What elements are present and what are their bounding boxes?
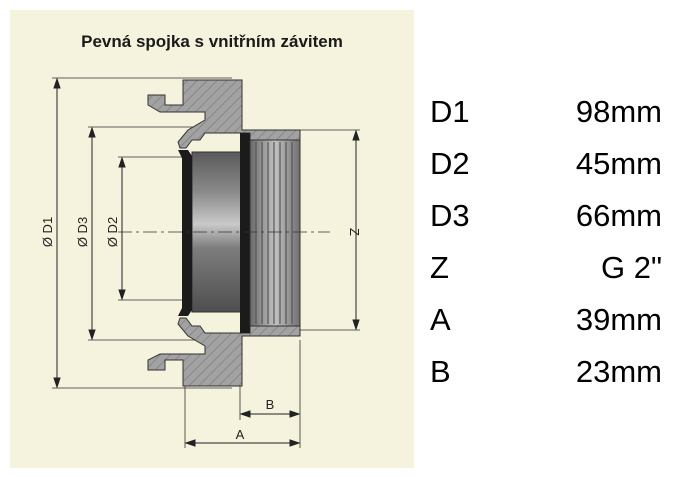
spec-label: D3: [430, 198, 470, 233]
spec-label: D1: [430, 94, 470, 129]
spec-value: G 2": [601, 250, 662, 285]
drawing-title: Pevná spojka s vnitřním závitem: [81, 32, 343, 51]
spec-row-b: B 23mm: [430, 350, 662, 402]
spec-value: 39mm: [575, 302, 662, 337]
label-d1: Ø D1: [40, 217, 55, 247]
spec-label: Z: [430, 250, 449, 285]
spec-row-d3: D3 66mm: [430, 194, 662, 246]
label-d3: Ø D3: [75, 217, 90, 247]
label-z: Z: [347, 228, 362, 236]
spec-value: 45mm: [575, 146, 662, 181]
spec-row-d2: D2 45mm: [430, 142, 662, 194]
label-d2: Ø D2: [105, 217, 120, 247]
internal-thread: [249, 139, 301, 327]
spec-row-d1: D1 98mm: [430, 90, 662, 142]
spec-value: 98mm: [575, 94, 662, 129]
spec-value: 66mm: [575, 198, 662, 233]
gasket: [178, 133, 250, 333]
spec-label: A: [430, 302, 451, 337]
spec-table: D1 98mm D2 45mm D3 66mm Z G 2" A 39mm B …: [430, 90, 662, 402]
spec-label: B: [430, 354, 451, 389]
spec-row-a: A 39mm: [430, 298, 662, 350]
spec-label: D2: [430, 146, 470, 181]
dimension-lines: [53, 77, 360, 447]
spec-row-z: Z G 2": [430, 246, 662, 298]
label-b: B: [266, 397, 275, 412]
coupling-body: [147, 79, 301, 387]
label-a: A: [236, 427, 245, 442]
spec-value: 23mm: [575, 354, 662, 389]
